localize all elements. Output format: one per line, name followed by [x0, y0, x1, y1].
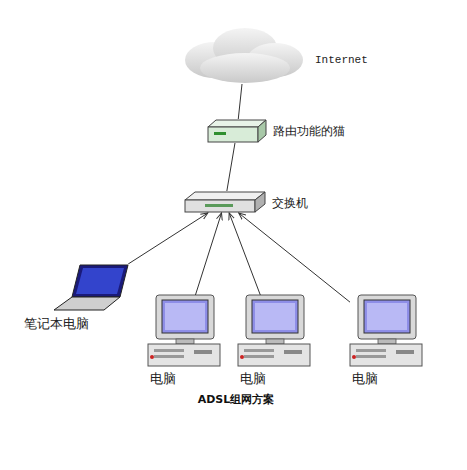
- network-cable: [195, 213, 221, 295]
- laptop-node: 笔记本电脑: [54, 264, 129, 311]
- pc-node: 电脑: [148, 295, 220, 367]
- switch-icon: [185, 192, 265, 212]
- modem-icon: [208, 120, 266, 142]
- modem-node: 路由功能的猫: [207, 119, 267, 143]
- cloud-node: Internet: [182, 28, 308, 84]
- device-label: 电脑: [150, 371, 176, 387]
- device-label: 电脑: [240, 371, 266, 387]
- device-label: Internet: [315, 54, 368, 67]
- laptop-icon: [54, 265, 128, 310]
- pc-node: 电脑: [350, 295, 422, 367]
- network-cable: [229, 213, 260, 295]
- diagram-caption: ADSL组网方案: [198, 392, 275, 407]
- device-label: 笔记本电脑: [24, 316, 89, 332]
- device-label: 电脑: [352, 371, 378, 387]
- device-label: 交换机: [272, 196, 308, 210]
- pc-icon: [350, 295, 422, 366]
- switch-node: 交换机: [184, 191, 266, 213]
- pc-icon: [148, 295, 220, 366]
- pc-icon: [238, 295, 310, 366]
- network-cable: [239, 213, 350, 302]
- device-label: 路由功能的猫: [273, 124, 345, 138]
- network-cable: [238, 84, 242, 119]
- internet-cloud: [185, 28, 303, 83]
- network-cable: [128, 213, 208, 264]
- network-cable: [227, 143, 235, 191]
- pc-node: 电脑: [238, 295, 310, 367]
